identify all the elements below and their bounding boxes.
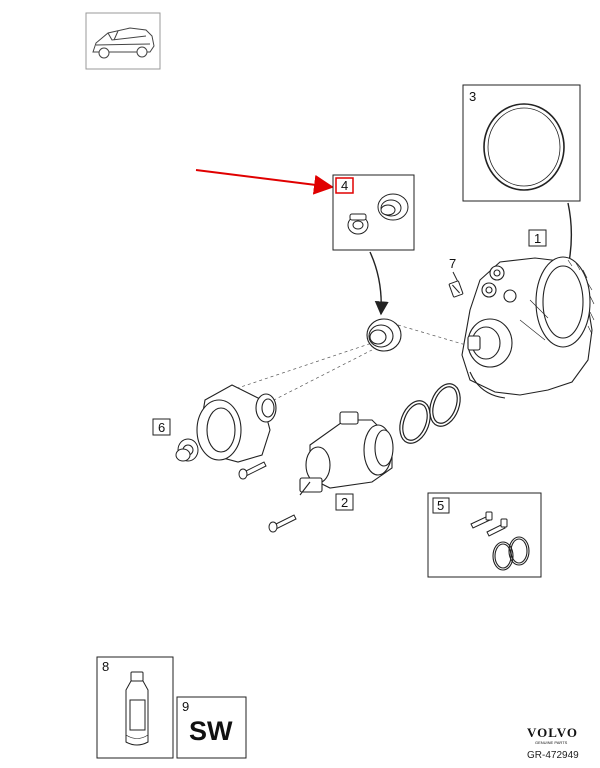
callout-5: 5 bbox=[437, 498, 444, 513]
pump-housing-part-1 bbox=[461, 256, 595, 399]
software-label: SW bbox=[189, 716, 233, 746]
callout-2: 2 bbox=[341, 495, 348, 510]
kit-box-4: 4 bbox=[332, 174, 415, 251]
kit-box-8: 8 bbox=[96, 656, 174, 759]
brand-subtitle: GENUINE PARTS bbox=[535, 740, 568, 745]
callout-4: 4 bbox=[341, 178, 348, 193]
brand-logo: VOLVO bbox=[527, 725, 578, 740]
kit-box-3: 3 bbox=[462, 84, 581, 202]
callout-4-highlight bbox=[335, 177, 354, 194]
bell-housing bbox=[196, 384, 277, 463]
vehicle-thumbnail bbox=[85, 12, 161, 70]
motor-part-2 bbox=[299, 411, 394, 496]
callout-1: 1 bbox=[534, 231, 541, 246]
screw-lower bbox=[268, 514, 297, 533]
callout-9: 9 bbox=[182, 699, 189, 714]
car-silhouette-icon bbox=[92, 27, 155, 59]
kit-box-5: 5 bbox=[427, 492, 542, 578]
kit-box-9: 9 SW bbox=[176, 696, 247, 759]
callout-6: 6 bbox=[158, 420, 165, 435]
reference-code: GR-472949 bbox=[527, 750, 579, 761]
fluid-bottle-icon bbox=[125, 671, 149, 746]
red-pointer-arrow-icon bbox=[195, 169, 334, 195]
callout-3: 3 bbox=[469, 89, 476, 104]
bolt-part-7 bbox=[448, 280, 464, 298]
nut-part-6 bbox=[175, 438, 199, 462]
callout-8: 8 bbox=[102, 659, 109, 674]
screw-upper bbox=[238, 461, 267, 480]
callout-7: 7 bbox=[449, 256, 456, 271]
